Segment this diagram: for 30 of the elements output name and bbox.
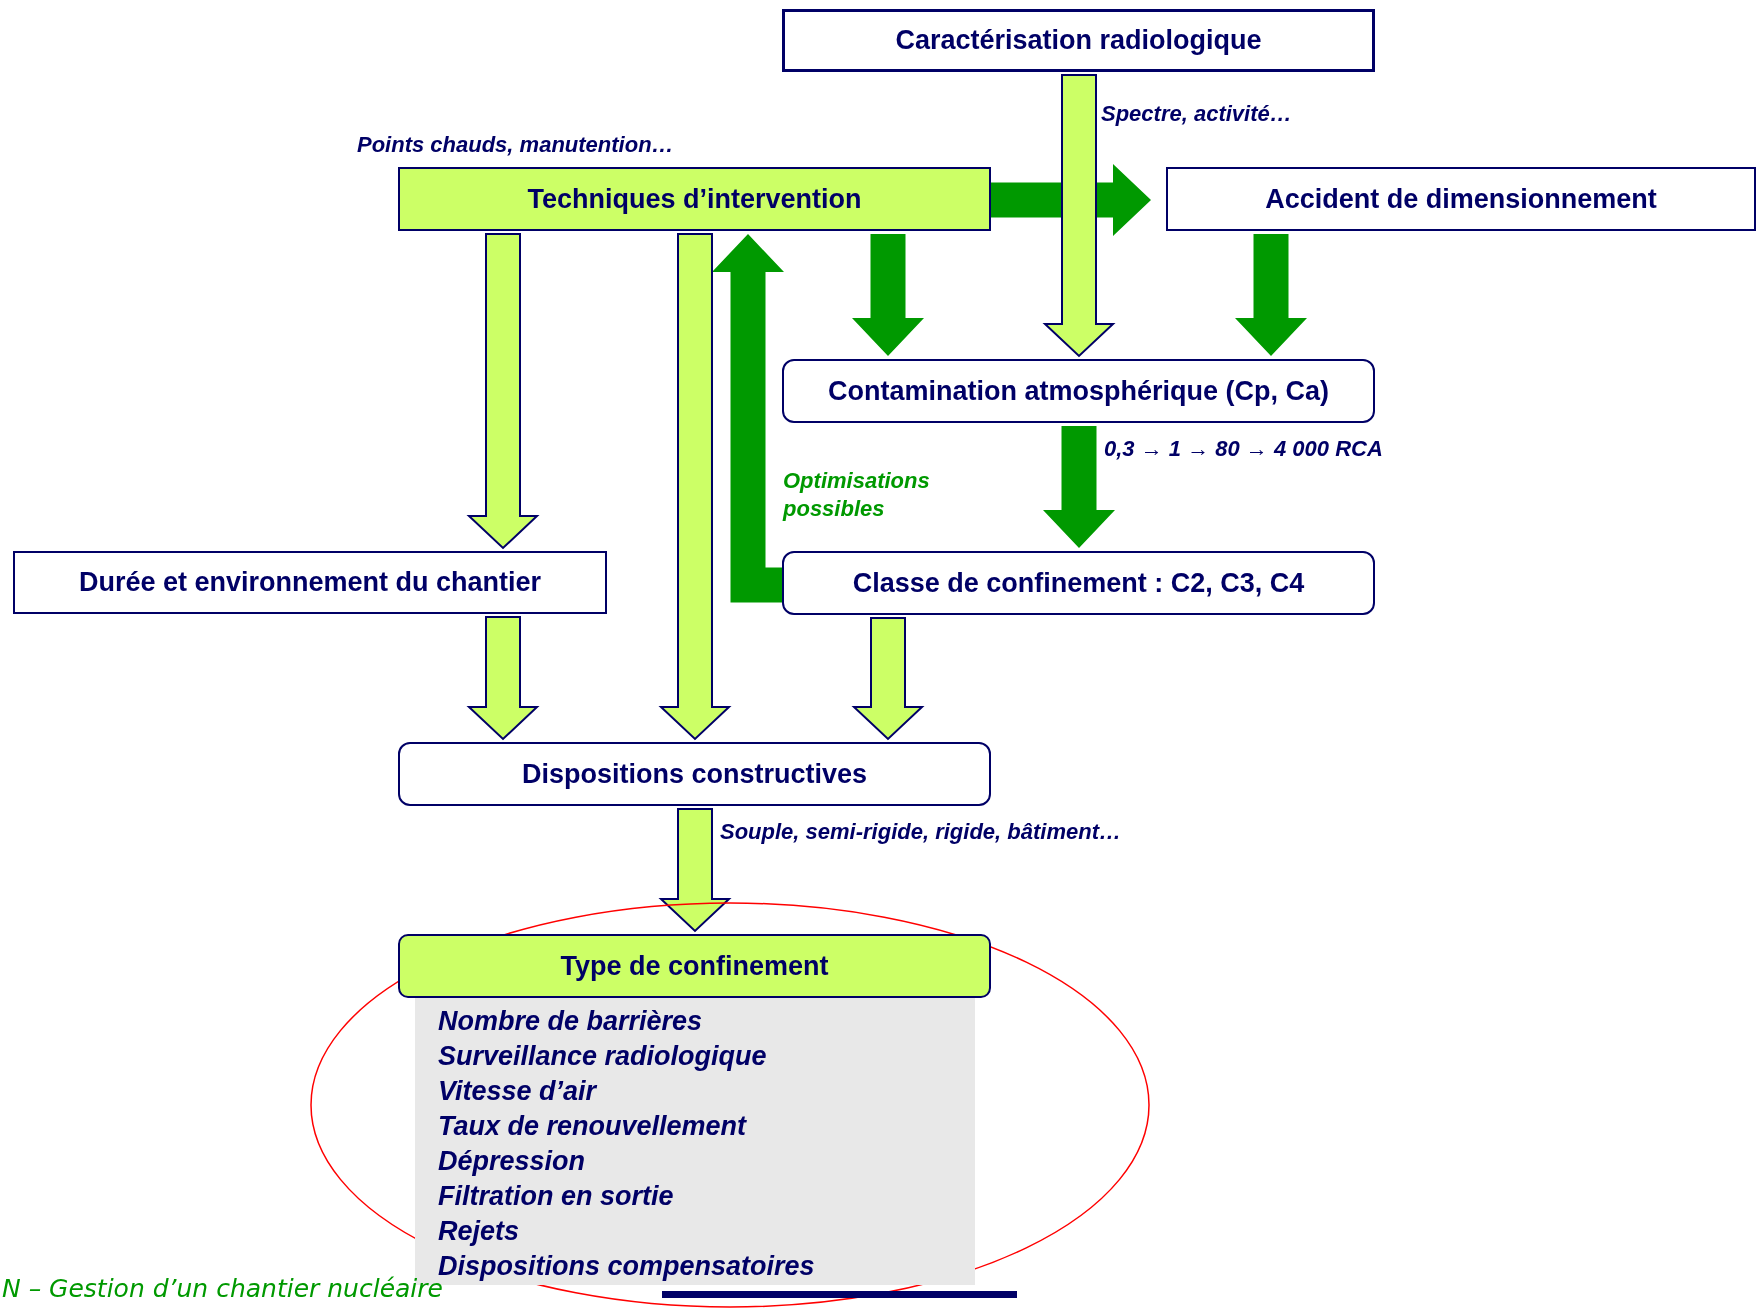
block-arrow <box>852 234 924 356</box>
process-box: Accident de dimensionnement <box>1166 167 1756 231</box>
list-item: Surveillance radiologique <box>438 1040 768 1073</box>
block-arrow <box>1235 234 1307 356</box>
block-arrow <box>712 234 784 603</box>
block-arrow <box>658 233 732 741</box>
edge-label: 0,3 → 1 → 80 → 4 000 RCA <box>1104 435 1383 463</box>
list-item: Nombre de barrières <box>438 1005 704 1038</box>
process-box: Techniques d’intervention <box>398 167 991 231</box>
block-arrow <box>1042 74 1116 358</box>
edge-label: Optimisations possibles <box>783 467 931 523</box>
annotation: Points chauds, manutention… <box>357 131 674 159</box>
list-item: Vitesse d’air <box>438 1075 598 1108</box>
block-arrow <box>466 616 540 741</box>
list-item: Dépression <box>438 1145 587 1178</box>
process-box: Dispositions constructives <box>398 742 991 806</box>
process-box: Classe de confinement : C2, C3, C4 <box>782 551 1375 615</box>
block-arrow <box>851 617 925 741</box>
edge-label: Spectre, activité… <box>1101 100 1292 128</box>
block-arrow <box>466 233 540 550</box>
list-item: Taux de renouvellement <box>438 1110 748 1143</box>
process-box: Contamination atmosphérique (Cp, Ca) <box>782 359 1375 423</box>
edge-label: Souple, semi-rigide, rigide, bâtiment… <box>720 818 1121 846</box>
block-arrow <box>1043 426 1115 548</box>
list-item: Filtration en sortie <box>438 1180 675 1213</box>
list-item: Rejets <box>438 1215 521 1248</box>
process-box: Type de confinement <box>398 934 991 998</box>
process-box: Durée et environnement du chantier <box>13 551 607 614</box>
block-arrow <box>658 808 732 933</box>
process-box: Caractérisation radiologique <box>782 9 1375 72</box>
